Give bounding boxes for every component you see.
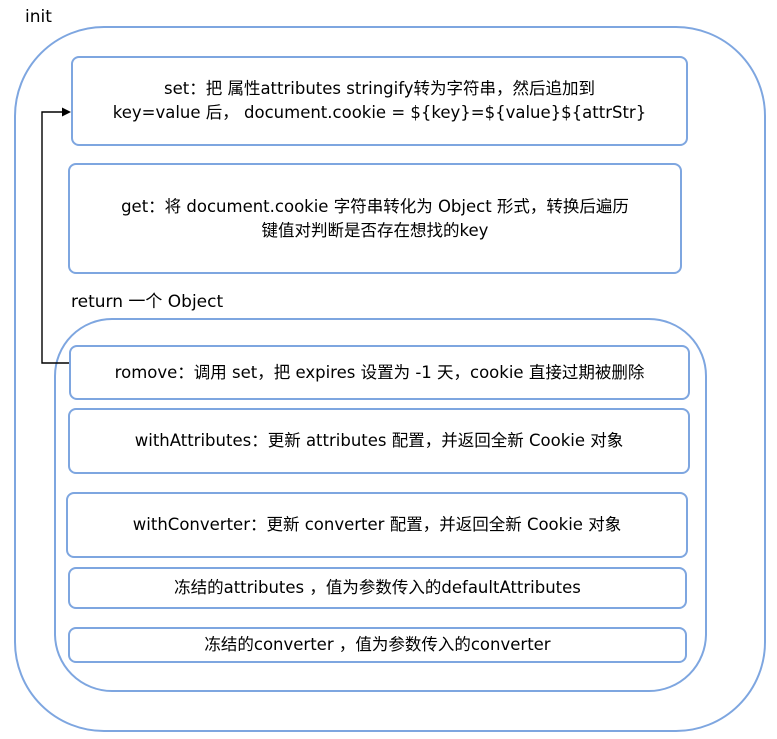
frozen-attributes-text: 冻结的attributes ，值为参数传入的defaultAttributes	[174, 578, 581, 597]
frozen-attributes-box: 冻结的attributes ，值为参数传入的defaultAttributes	[68, 567, 687, 609]
get-box: get：将 document.cookie 字符串转化为 Object 形式，转…	[68, 163, 682, 274]
with-converter-text: withConverter：更新 converter 配置，并返回全新 Cook…	[132, 515, 622, 534]
with-attributes-box: withAttributes：更新 attributes 配置，并返回全新 Co…	[68, 408, 690, 474]
frozen-converter-box: 冻结的converter ，值为参数传入的converter	[68, 627, 687, 663]
set-box: set：把 属性attributes stringify转为字符串，然后追加到 …	[71, 56, 688, 146]
return-label: return 一个 Object	[71, 292, 224, 312]
set-text-line-2: key=value 后， document.cookie = ${key}=${…	[112, 103, 647, 122]
init-label: init	[25, 7, 52, 27]
remove-box: romove：调用 set，把 expires 设置为 -1 天，cookie …	[69, 345, 690, 400]
remove-text: romove：调用 set，把 expires 设置为 -1 天，cookie …	[114, 362, 645, 382]
get-text-line-1: get：将 document.cookie 字符串转化为 Object 形式，转…	[121, 196, 629, 216]
get-text-line-2: 键值对判断是否存在想找的key	[261, 220, 489, 240]
set-text-line-1: set：把 属性attributes stringify转为字符串，然后追加到	[163, 79, 595, 98]
with-converter-box: withConverter：更新 converter 配置，并返回全新 Cook…	[66, 492, 688, 558]
with-attributes-text: withAttributes：更新 attributes 配置，并返回全新 Co…	[134, 431, 624, 450]
frozen-converter-text: 冻结的converter ，值为参数传入的converter	[204, 635, 551, 654]
